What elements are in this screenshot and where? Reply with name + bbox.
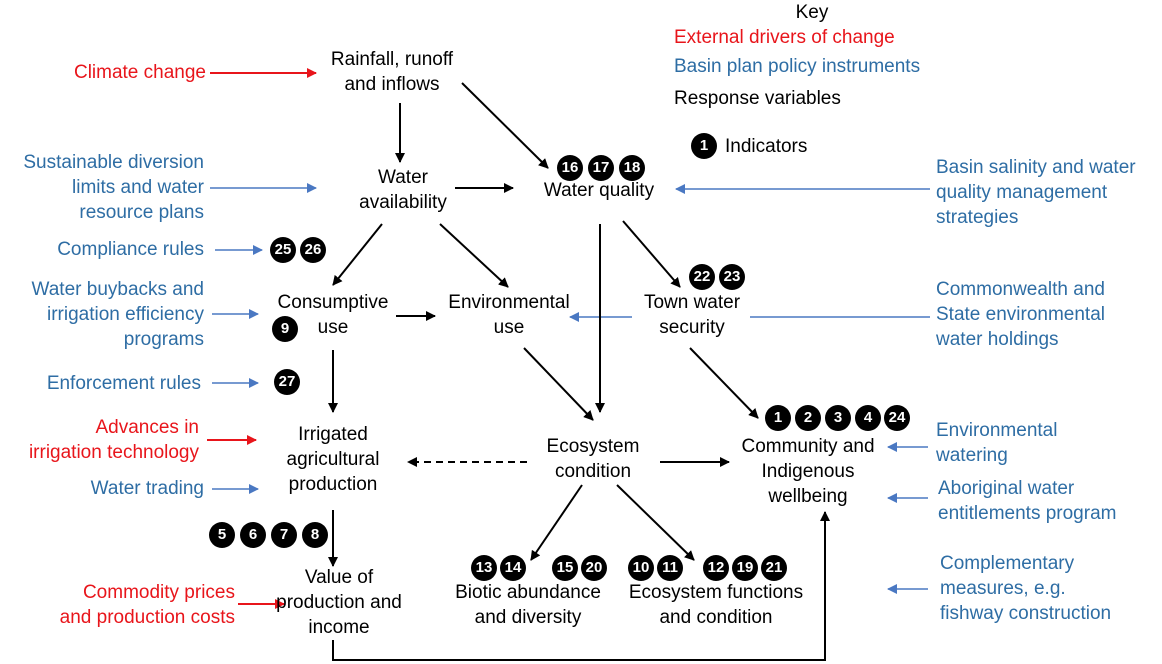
node-water-quality: Water quality <box>543 180 655 201</box>
driver-climate-change: Climate change <box>73 62 206 83</box>
indicator-badge: 23 <box>719 264 745 290</box>
indicator-badge: 20 <box>581 555 607 581</box>
key-indicators-label: Indicators <box>725 136 808 157</box>
indicator-badge: 8 <box>302 522 328 548</box>
key-external-drivers: External drivers of change <box>674 27 895 48</box>
arrow-value-to-community <box>332 511 830 661</box>
key-response-variables: Response variables <box>674 88 841 109</box>
indicator-badge: 14 <box>500 555 526 581</box>
indicator-badge: 7 <box>271 522 297 548</box>
key-title: Key <box>795 2 829 23</box>
policy-water-trading: Water trading <box>90 478 204 499</box>
indicator-badge: 13 <box>471 555 497 581</box>
indicator-badge: 24 <box>884 405 910 431</box>
indicator-badge: 11 <box>657 555 683 581</box>
indicator-badge: 26 <box>300 237 326 263</box>
arrow-ecosystem-to-biotic <box>530 484 583 561</box>
key-indicator-badge: 1 <box>691 133 717 159</box>
arrow-environmental-to-ecosystem <box>523 347 594 421</box>
policy-enforcement-rules: Enforcement rules <box>46 373 201 394</box>
arrow-availability-to-environmental <box>439 223 509 288</box>
indicator-badge: 22 <box>689 264 715 290</box>
arrow-town-to-community <box>689 347 759 419</box>
indicator-badge: 17 <box>588 155 614 181</box>
arrow-ecosystem-to-functions <box>616 484 695 561</box>
indicator-badge: 27 <box>274 369 300 395</box>
indicator-badge: 19 <box>732 555 758 581</box>
indicator-badge: 25 <box>270 237 296 263</box>
indicator-badge: 9 <box>272 316 298 342</box>
indicator-badge: 5 <box>209 522 235 548</box>
indicator-badge: 1 <box>765 405 791 431</box>
key-policy-instruments: Basin plan policy instruments <box>674 56 921 77</box>
indicator-badge: 3 <box>825 405 851 431</box>
indicator-badge: 15 <box>552 555 578 581</box>
indicator-badge: 6 <box>240 522 266 548</box>
indicator-badge: 21 <box>761 555 787 581</box>
arrow-quality-to-town <box>622 220 681 288</box>
policy-compliance-rules: Compliance rules <box>57 239 204 260</box>
indicator-badge: 10 <box>628 555 654 581</box>
indicator-badge: 18 <box>619 155 645 181</box>
indicator-badge: 16 <box>557 155 583 181</box>
arrow-availability-to-consumptive <box>332 223 383 286</box>
indicator-badge: 2 <box>795 405 821 431</box>
indicator-badge: 12 <box>703 555 729 581</box>
indicator-badge: 4 <box>855 405 881 431</box>
arrow-rainfall-to-quality <box>461 82 549 169</box>
